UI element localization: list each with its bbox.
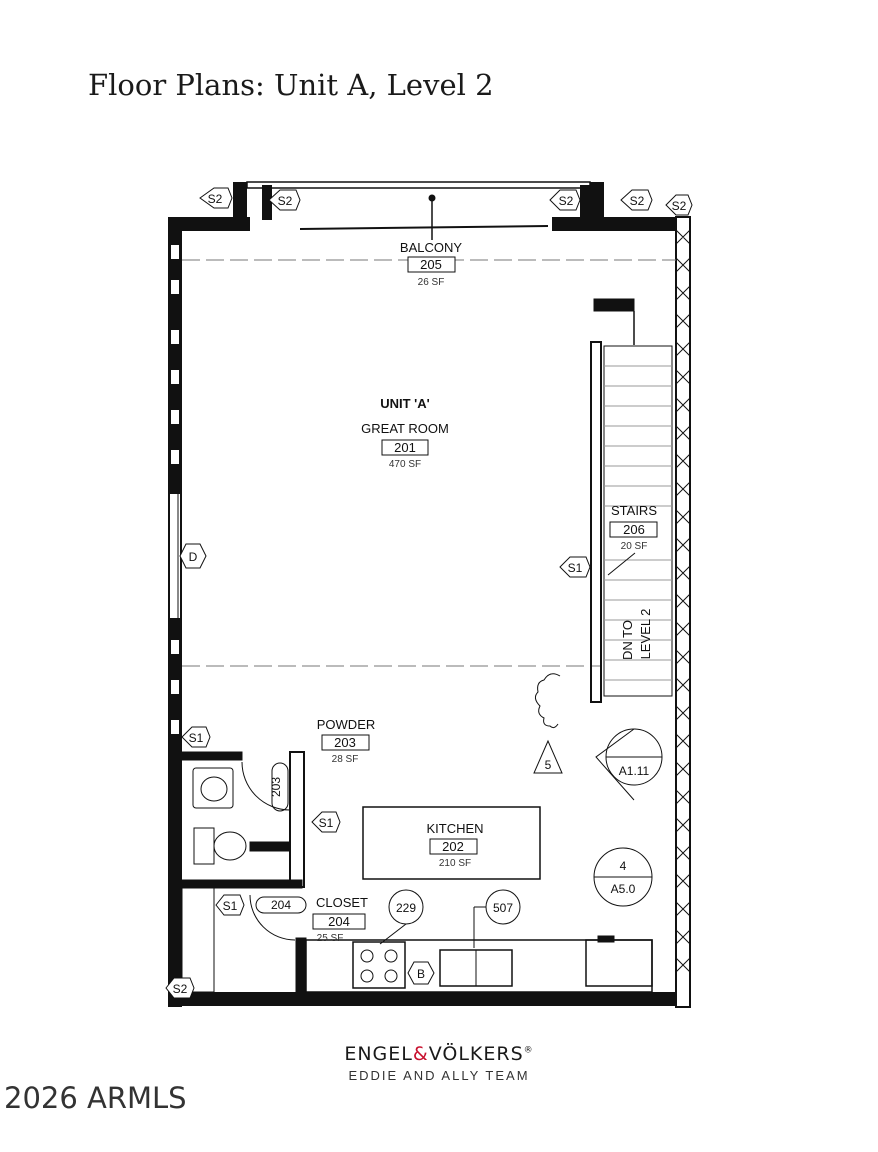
brand-team: EDDIE AND ALLY TEAM: [348, 1068, 530, 1083]
room-label-boxes: [312, 256, 658, 930]
door-tag-204: 204: [271, 898, 291, 912]
stair-note-1: DN TO: [620, 620, 635, 660]
balcony-area: 26 SF: [418, 277, 445, 288]
tag-s2: S2: [559, 194, 574, 208]
tag-markers: [165, 187, 693, 999]
tag-s2: S2: [208, 192, 223, 206]
stair-note-2: LEVEL 2: [638, 609, 653, 660]
great-room-number: 201: [394, 440, 416, 455]
stairs-number: 206: [623, 522, 645, 537]
kitchen-number: 202: [442, 839, 464, 854]
tag-s1: S1: [319, 816, 334, 830]
tag-s2: S2: [278, 194, 293, 208]
tag-a50-number: 4: [620, 859, 627, 873]
tag-s2: S2: [630, 194, 645, 208]
powder-area: 28 SF: [332, 754, 359, 765]
great-room-area: 470 SF: [389, 459, 421, 470]
tag-s1: S1: [568, 561, 583, 575]
tag-a50: A5.0: [611, 882, 636, 896]
tag-507: 507: [493, 901, 513, 915]
tag-d: D: [189, 550, 198, 564]
balcony-name: BALCONY: [400, 240, 462, 255]
tag-a111: A1.11: [619, 764, 650, 778]
powder-name: POWDER: [317, 717, 376, 732]
door-opening-d: [170, 494, 180, 618]
tag-b: B: [417, 967, 425, 981]
great-room-name: GREAT ROOM: [361, 421, 449, 436]
copyright-watermark: 2026 ARMLS: [4, 1081, 187, 1115]
stairs: [590, 298, 673, 703]
kitchen-name: KITCHEN: [426, 821, 483, 836]
door-tag-203: 203: [269, 777, 283, 797]
stairs-name: STAIRS: [611, 503, 657, 518]
tag-s1: S1: [223, 899, 238, 913]
tag-s2: S2: [173, 982, 188, 996]
powder-room: [181, 751, 305, 889]
brand-logo: ENGEL&VÖLKERS®: [344, 1043, 534, 1065]
kitchen-fixtures: [305, 806, 653, 993]
tag-s2: S2: [672, 199, 687, 213]
closet-number: 204: [328, 914, 350, 929]
page-title: Floor Plans: Unit A, Level 2: [88, 68, 494, 102]
unit-label: UNIT 'A': [380, 396, 430, 411]
closet-name: CLOSET: [316, 895, 368, 910]
closet-area: 25 SF: [317, 933, 344, 944]
tag-section-5: 5: [545, 758, 552, 772]
tag-229: 229: [396, 901, 416, 915]
right-wall-hatch: [675, 216, 691, 1008]
left-windows: [171, 245, 179, 734]
stairs-area: 20 SF: [621, 541, 648, 552]
tag-s1: S1: [189, 731, 204, 745]
balcony-rail: [246, 181, 591, 240]
balcony-number: 205: [420, 257, 442, 272]
callouts: [379, 673, 663, 948]
powder-number: 203: [334, 735, 356, 750]
kitchen-area: 210 SF: [439, 858, 471, 869]
